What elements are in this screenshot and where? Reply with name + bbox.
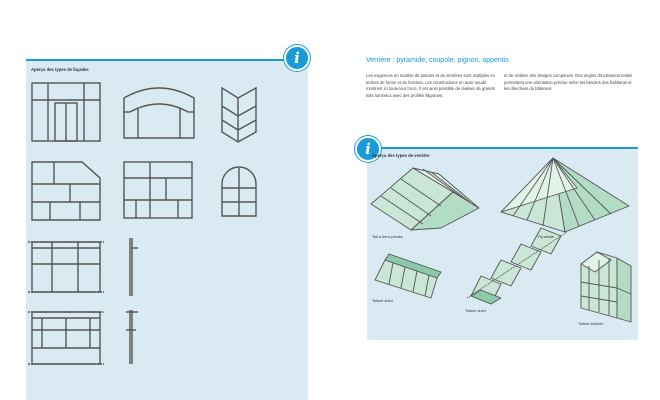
lean-to-drawing — [580, 251, 632, 323]
round-arch-window-drawing — [221, 166, 257, 217]
caption-pyramid: Pyramide — [538, 235, 555, 239]
page-heading: Verrière : pyramide, coupole, pignon, ap… — [366, 57, 509, 64]
corner-facade-drawing — [221, 86, 257, 143]
skylight-drawings — [370, 157, 632, 323]
info-icon-right: i — [355, 136, 381, 162]
curtain-wall-section-drawing — [129, 238, 138, 296]
caption-shed-2: Toiture shed — [465, 309, 486, 313]
right-accent-rule — [367, 147, 638, 149]
curtain-wall-elevation-drawing — [28, 241, 104, 293]
caption-two-slope: Toit à deux pentes — [372, 235, 403, 239]
ribbon-window-elevation-drawing — [28, 311, 104, 365]
ribbon-window-section-drawing — [126, 310, 138, 364]
left-accent-rule — [26, 59, 308, 61]
intro-paragraph-left: Les exigences en matière de toitures et … — [366, 73, 495, 98]
caption-shed: Toiture shed — [372, 299, 393, 303]
facade-drawings — [28, 82, 257, 365]
skylight-box-title: Aperçu des types de verrière — [372, 153, 430, 158]
info-icon: i — [284, 45, 310, 71]
pyramid-drawing — [500, 157, 630, 233]
shed-roof-drawing-2 — [466, 227, 568, 305]
arched-facade-drawing — [123, 87, 195, 139]
facade-types-panel — [26, 60, 308, 400]
intro-paragraph-right: et de réaliser des designs complexes. De… — [504, 73, 633, 91]
shed-roof-drawing-1 — [374, 253, 442, 299]
trapezoid-facade-drawing — [31, 161, 101, 221]
two-slope-roof-drawing — [370, 167, 480, 231]
facade-box-title: Aperçu des types de façades — [31, 67, 89, 72]
door-facade-drawing — [31, 82, 101, 142]
grid-facade-drawing — [123, 161, 193, 219]
caption-lean-to: Toiture inclinée — [578, 322, 604, 326]
